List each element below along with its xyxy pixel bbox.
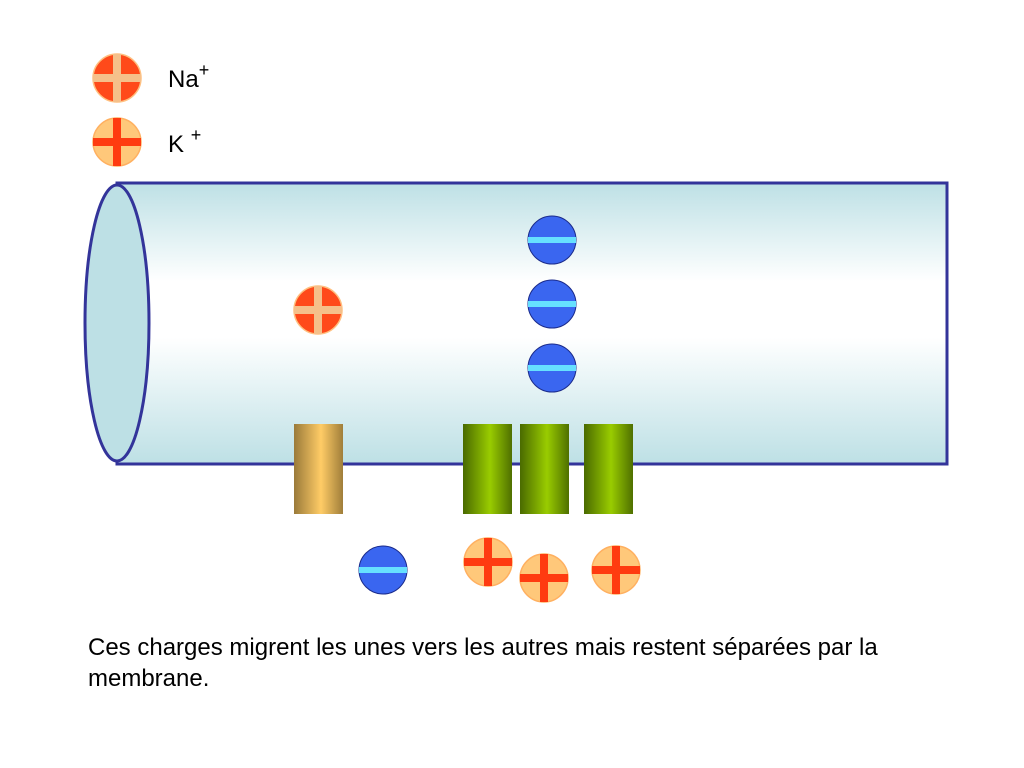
legend-na-ion-icon [92, 53, 142, 103]
k-charge: + [190, 125, 202, 145]
legend-k-label: K + [168, 125, 202, 158]
anion-icon [527, 215, 577, 265]
k-ion-icon [591, 545, 641, 595]
caption-text: Ces charges migrent les unes vers les au… [88, 634, 878, 692]
na-ion-icon [293, 285, 343, 335]
na-symbol: Na [168, 66, 199, 93]
axon-end-cap [83, 183, 151, 463]
na-channel [294, 424, 343, 514]
anion-icon [527, 343, 577, 393]
k-channel [584, 424, 633, 514]
k-channel [520, 424, 569, 514]
k-channel [463, 424, 512, 514]
legend-na-label: Na+ [168, 60, 210, 93]
axon-body [115, 181, 949, 466]
k-symbol: K [168, 131, 185, 158]
legend-k-ion-icon [92, 117, 142, 167]
k-ion-icon [519, 553, 569, 603]
na-charge: + [198, 60, 210, 80]
anion-icon [527, 279, 577, 329]
k-ion-icon [463, 537, 513, 587]
anion-icon [358, 545, 408, 595]
